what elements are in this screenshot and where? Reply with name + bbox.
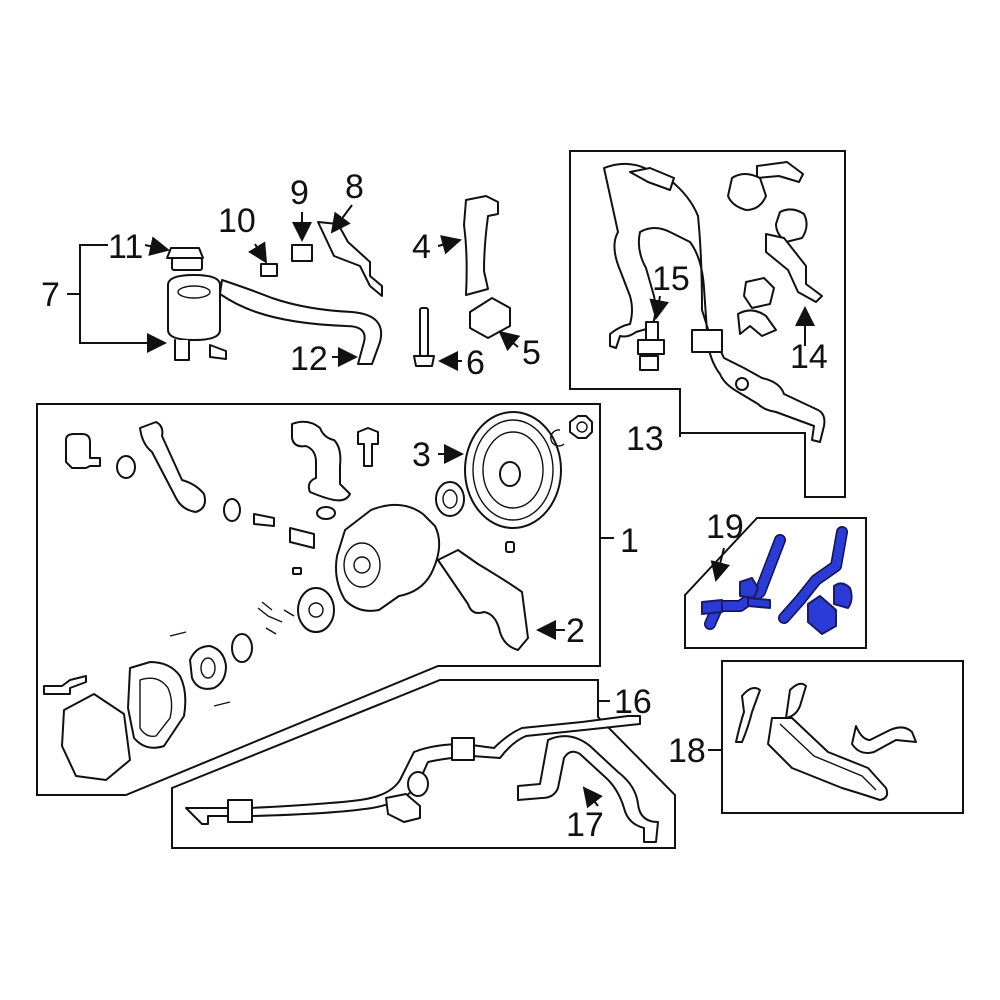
callout-10: 10 — [218, 202, 256, 240]
callout-labels: 1 2 3 4 5 6 7 8 9 10 11 12 13 14 15 16 1… — [41, 168, 828, 844]
highlighted-hose-19[interactable] — [701, 526, 853, 635]
pressure-hose-frame — [569, 150, 846, 498]
callout-1: 1 — [620, 522, 639, 560]
callout-6: 6 — [466, 344, 485, 382]
callout-15: 15 — [652, 260, 690, 298]
callout-18: 18 — [668, 732, 706, 770]
callout-14: 14 — [790, 338, 828, 376]
callout-4: 4 — [412, 228, 431, 266]
callout-17: 17 — [566, 806, 604, 844]
callout-12: 12 — [290, 340, 328, 378]
cooler-frame — [721, 660, 964, 814]
reservoir-group — [67, 204, 383, 367]
cooler-group — [735, 682, 917, 801]
pump-assembly-frame — [36, 403, 601, 796]
pressure-hose-group — [603, 161, 826, 443]
callout-7: 7 — [41, 276, 60, 314]
callout-19: 19 — [706, 508, 744, 546]
callout-11: 11 — [108, 228, 143, 266]
highlighted-hose-frame — [684, 517, 867, 649]
callout-16: 16 — [614, 683, 652, 721]
bracket-mount-group — [413, 195, 521, 371]
callout-9: 9 — [290, 174, 309, 212]
callout-5: 5 — [522, 334, 541, 372]
callout-3: 3 — [412, 436, 431, 474]
return-line-frame — [171, 679, 676, 849]
return-line-group — [185, 715, 659, 843]
callout-13: 13 — [626, 420, 664, 458]
pump-assembly — [43, 411, 614, 781]
callout-8: 8 — [345, 168, 364, 206]
callout-2: 2 — [566, 612, 585, 650]
